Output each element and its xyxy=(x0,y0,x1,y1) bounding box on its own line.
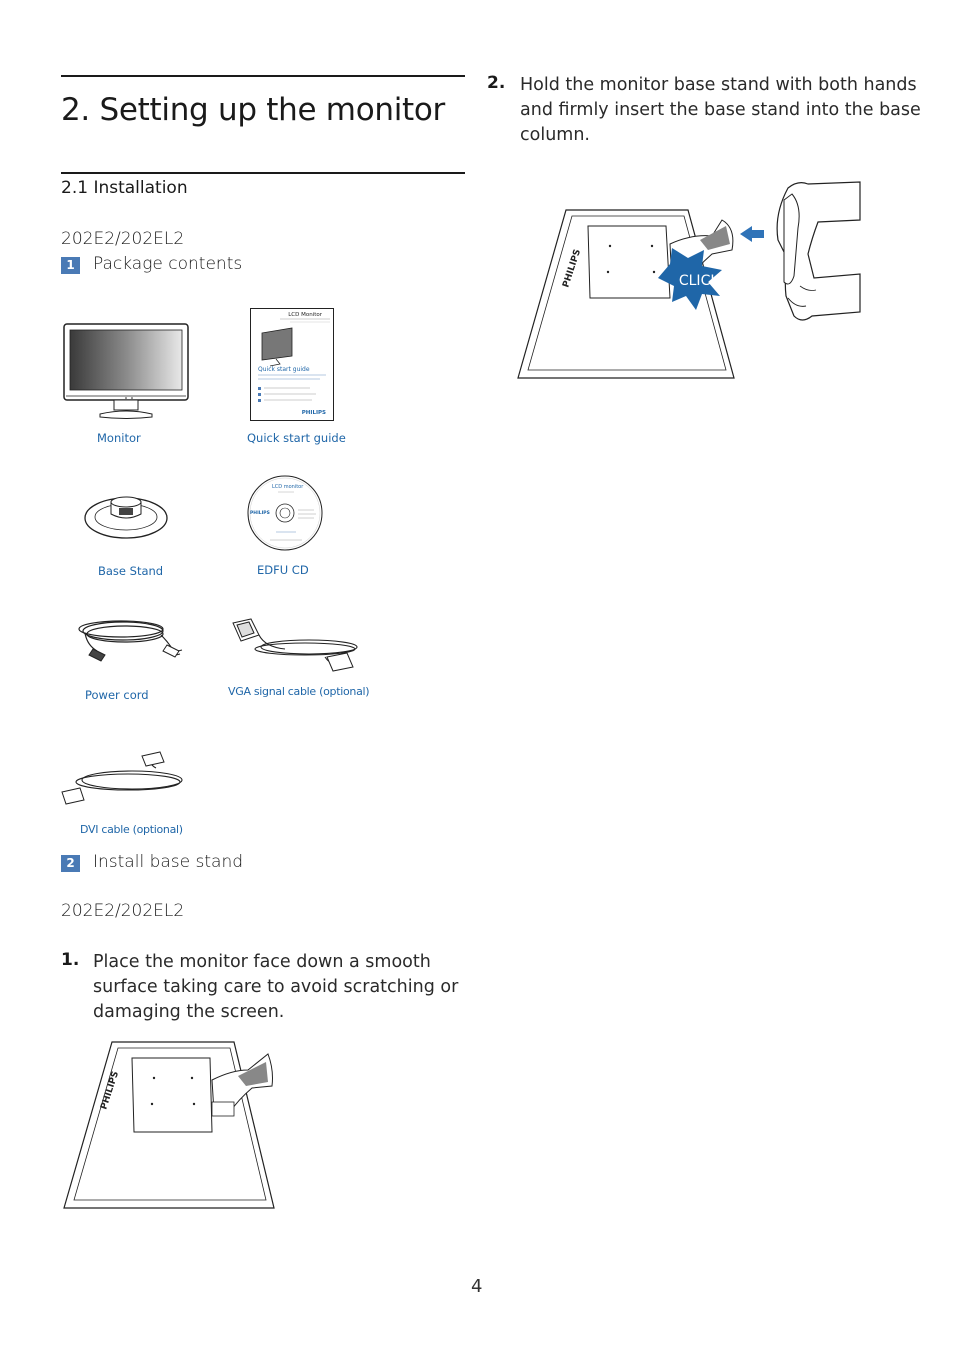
caption-vga-cable: VGA signal cable (optional) xyxy=(228,685,370,698)
caption-power-cord: Power cord xyxy=(85,688,149,702)
page-title: 2. Setting up the monitor xyxy=(61,92,445,128)
click-label: CLICK! xyxy=(679,273,725,289)
step-1-illustration: PHILIPS xyxy=(63,1041,275,1209)
page-number: 4 xyxy=(471,1276,483,1297)
guide-cover-title: LCD Monitor xyxy=(288,312,323,318)
dvi-cable-illustration xyxy=(61,751,183,805)
caption-quick-start-guide: Quick start guide xyxy=(247,431,346,445)
caption-base-stand: Base Stand xyxy=(98,564,164,578)
install-title: Install base stand xyxy=(93,852,244,872)
step-2-line-3: column. xyxy=(520,125,590,145)
base-stand-illustration xyxy=(84,496,168,539)
edfu-cd-illustration: LCD monitor PHILIPS xyxy=(247,475,323,551)
section-rule xyxy=(61,172,465,174)
step-2-illustration: CLICK! PHILIPS xyxy=(517,181,861,379)
quick-start-guide-illustration: LCD Monitor Quick start guide PHILIPS xyxy=(250,308,334,421)
guide-cover-subtitle: Quick start guide xyxy=(258,366,310,373)
step-badge-1: 1 xyxy=(61,257,80,274)
cd-label-title: LCD monitor xyxy=(272,484,304,490)
monitor-illustration xyxy=(63,323,189,419)
package-contents-title: Package contents xyxy=(93,254,243,274)
step-2-line-2: and firmly insert the base stand into th… xyxy=(520,100,921,120)
step-badge-2: 2 xyxy=(61,855,80,872)
step-2-line-1: Hold the monitor base stand with both ha… xyxy=(520,75,917,95)
guide-brand-logo: PHILIPS xyxy=(302,410,326,416)
step-1-line-2: surface taking care to avoid scratching … xyxy=(93,977,459,997)
package-model: 202E2/202EL2 xyxy=(61,229,185,249)
section-title: 2.1 Installation xyxy=(61,178,188,198)
install-model: 202E2/202EL2 xyxy=(61,901,185,921)
step-2-number: 2. xyxy=(487,73,506,93)
top-rule xyxy=(61,75,465,77)
step-1-line-1: Place the monitor face down a smooth xyxy=(93,952,431,972)
step-1-number: 1. xyxy=(61,950,80,970)
caption-edfu-cd: EDFU CD xyxy=(257,563,309,577)
power-cord-illustration xyxy=(78,620,183,662)
step-1-line-3: damaging the screen. xyxy=(93,1002,285,1022)
cd-brand-logo: PHILIPS xyxy=(250,510,270,516)
vga-cable-illustration xyxy=(232,618,358,672)
caption-monitor: Monitor xyxy=(97,431,141,445)
caption-dvi-cable: DVI cable (optional) xyxy=(80,823,183,836)
